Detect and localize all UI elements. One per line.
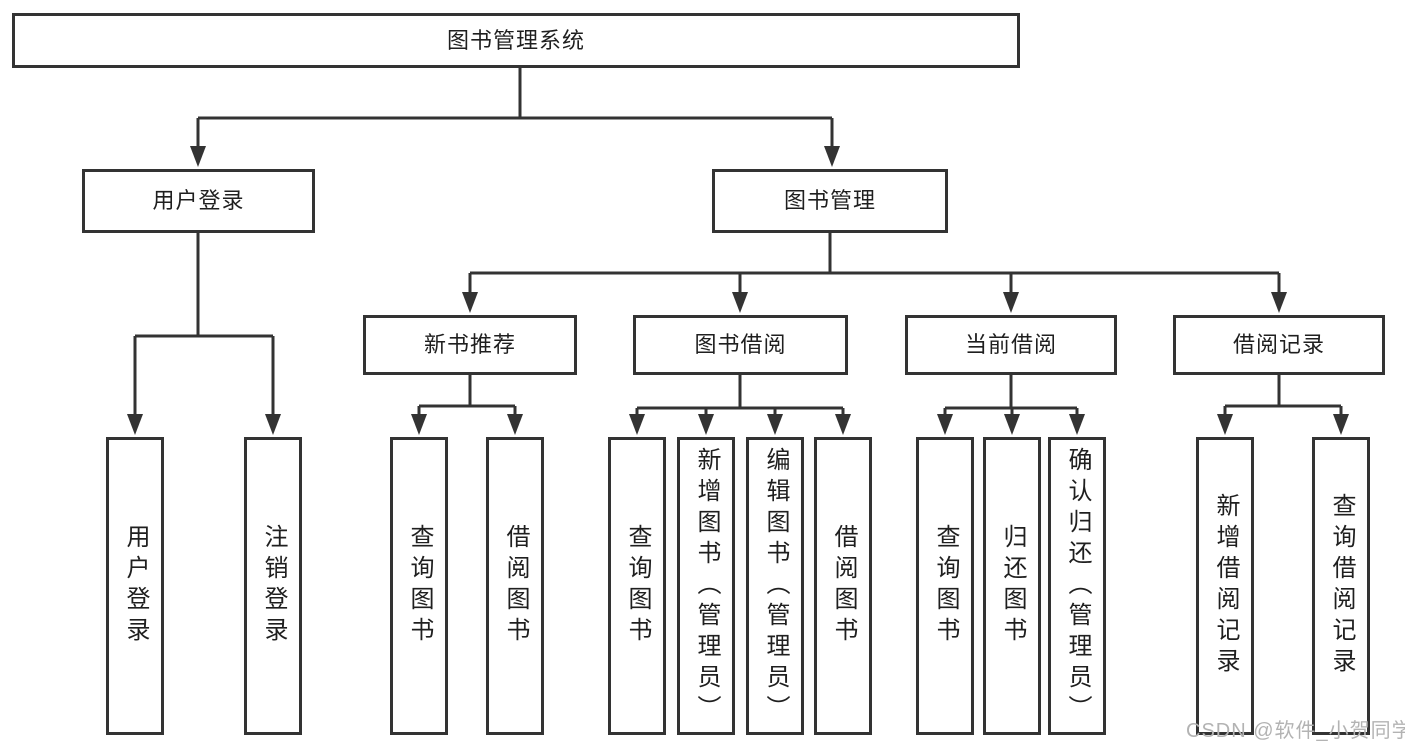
- leaf-return-books: 归还图书: [983, 437, 1041, 735]
- node-label: 新书推荐: [423, 332, 516, 357]
- node-label: 借阅记录: [1232, 332, 1325, 357]
- leaf-query-books: 查询图书: [390, 437, 448, 735]
- leaf-label: 借阅图书: [830, 524, 857, 648]
- leaf-borrow-books: 借阅图书: [814, 437, 872, 735]
- leaf-label: 确认归还（管理员）: [1064, 446, 1091, 726]
- watermark: CSDN @软件_小贺同学: [1186, 720, 1405, 742]
- leaf-label: 查询借阅记录: [1328, 493, 1355, 679]
- node-label: 当前借阅: [964, 332, 1057, 357]
- node-library-management-system: 图书管理系统: [12, 13, 1020, 68]
- arrowheads: [127, 146, 1349, 435]
- node-book-borrowing: 图书借阅: [633, 315, 848, 375]
- leaf-user-login: 用户登录: [106, 437, 164, 735]
- node-book-management: 图书管理: [712, 169, 948, 233]
- node-label: 图书管理系统: [446, 27, 585, 53]
- leaf-label: 查询图书: [932, 524, 959, 648]
- leaf-confirm-return-admin: 确认归还（管理员）: [1048, 437, 1106, 735]
- leaf-query-books: 查询图书: [916, 437, 974, 735]
- leaf-add-books-admin: 新增图书（管理员）: [677, 437, 735, 735]
- leaf-label: 查询图书: [406, 524, 433, 648]
- leaf-label: 归还图书: [999, 524, 1026, 648]
- node-label: 图书管理: [783, 188, 876, 213]
- leaf-label: 注销登录: [260, 524, 287, 648]
- node-user-login: 用户登录: [82, 169, 315, 233]
- node-borrowing-records: 借阅记录: [1173, 315, 1385, 375]
- node-new-book-recommendation: 新书推荐: [363, 315, 577, 375]
- leaf-label: 借阅图书: [502, 524, 529, 648]
- leaf-logout: 注销登录: [244, 437, 302, 735]
- node-label: 图书借阅: [694, 332, 787, 357]
- leaf-query-borrow-record: 查询借阅记录: [1312, 437, 1370, 735]
- leaf-label: 查询图书: [624, 524, 651, 648]
- leaf-edit-books-admin: 编辑图书（管理员）: [746, 437, 804, 735]
- leaf-label: 新增图书（管理员）: [693, 446, 720, 726]
- node-current-borrowing: 当前借阅: [905, 315, 1117, 375]
- leaf-query-books: 查询图书: [608, 437, 666, 735]
- leaf-label: 新增借阅记录: [1212, 493, 1239, 679]
- leaf-label: 用户登录: [122, 524, 149, 648]
- node-label: 用户登录: [152, 188, 245, 213]
- leaf-borrow-books: 借阅图书: [486, 437, 544, 735]
- leaf-label: 编辑图书（管理员）: [762, 446, 789, 726]
- leaf-add-borrow-record: 新增借阅记录: [1196, 437, 1254, 735]
